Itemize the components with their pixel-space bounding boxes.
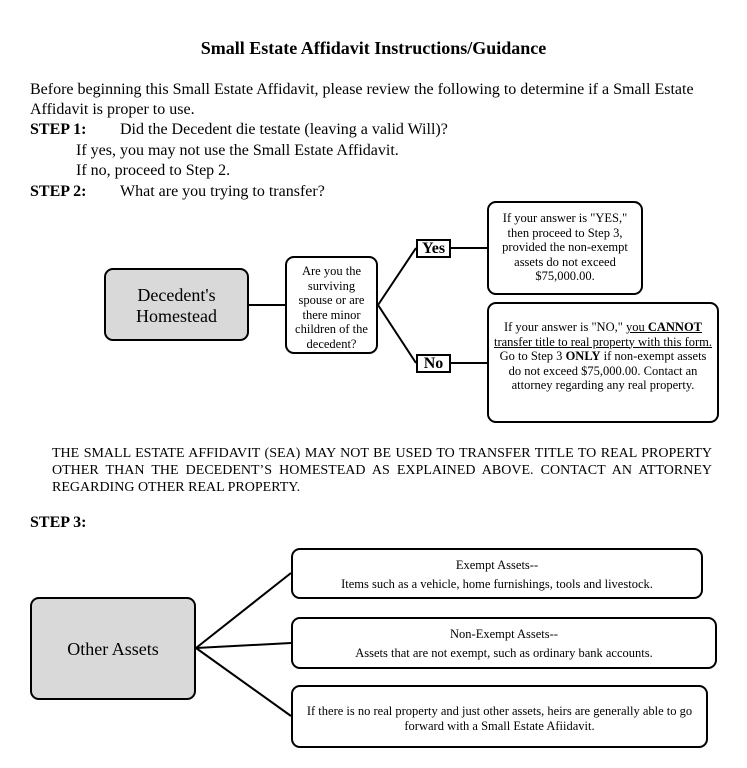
step2-question: What are you trying to transfer? [120,183,325,200]
no-box-text-2: you [625,320,648,334]
exempt-assets-box: Exempt Assets-- Items such as a vehicle,… [291,548,703,599]
non-exempt-assets-box: Non-Exempt Assets-- Assets that are not … [291,617,717,669]
other-assets-box: Other Assets [30,597,196,700]
step2-row: STEP 2: What are you trying to transfer? [30,182,325,202]
non-exempt-assets-heading: Non-Exempt Assets-- [450,627,558,641]
no-box-cannot: CANNOT [647,320,703,334]
exempt-assets-text: Items such as a vehicle, home furnishing… [341,576,653,591]
no-box-text-4: transfer title to real property with thi… [494,334,712,349]
step2-label: STEP 2: [30,183,87,200]
no-box-text-1: If your answer is "NO," [503,320,626,334]
exempt-assets-heading: Exempt Assets-- [455,558,539,572]
decedents-homestead-box: Decedent's Homestead [104,268,249,341]
no-box-only: ONLY [565,349,601,363]
no-answer-box: If your answer is "NO," you CANNOT trans… [487,302,719,423]
non-exempt-assets-text: Assets that are not exempt, such as ordi… [355,645,653,660]
step1-row: STEP 1: Did the Decedent die testate (lea… [30,120,448,140]
step3-label: STEP 3: [30,514,87,531]
step1-question: Did the Decedent die testate (leaving a … [120,121,448,138]
yes-answer-box: If your answer is "YES," then proceed to… [487,201,643,295]
no-box-text-5: Go to Step 3 [499,349,566,363]
step1-if-yes: If yes, you may not use the Small Estate… [76,142,399,159]
intro-paragraph: Before beginning this Small Estate Affid… [30,81,694,118]
surviving-spouse-question-box: Are you the surviving spouse or are ther… [285,256,378,354]
real-property-notice: THE SMALL ESTATE AFFIDAVIT (SEA) MAY NOT… [52,446,712,495]
no-box-text-7: if non-exempt assets do not exceed $75,0… [508,349,707,392]
page-title: Small Estate Affidavit Instructions/Guid… [200,38,547,58]
yes-tag: Yes [416,239,451,258]
step1-label: STEP 1: [30,121,87,138]
no-real-property-box: If there is no real property and just ot… [291,685,708,748]
step1-if-no: If no, proceed to Step 2. [76,162,231,179]
no-tag: No [416,354,451,373]
